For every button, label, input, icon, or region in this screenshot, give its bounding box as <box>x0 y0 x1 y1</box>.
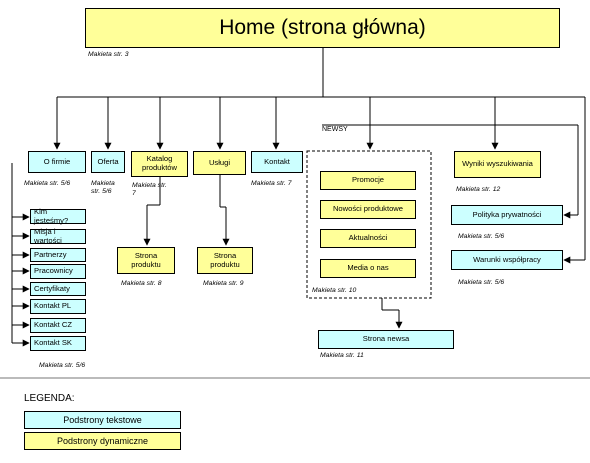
note-polityka: Makieta str. 5/6 <box>458 233 505 240</box>
node-oferta: Oferta <box>91 151 125 173</box>
newsy-label: NEWSY <box>322 126 348 133</box>
note-kontakt: Makieta str. 7 <box>251 180 292 187</box>
note-o-firmie: Makieta str. 5/6 <box>24 180 71 187</box>
node-strona-produktu-katalog: Strona produktu <box>117 247 175 274</box>
node-wyniki: Wyniki wyszukiwania <box>454 151 541 178</box>
note-strona-produktu-katalog: Makieta str. 8 <box>121 280 162 287</box>
note-strona-newsa: Makieta str. 11 <box>320 352 364 359</box>
node-nowosci: Nowości produktowe <box>320 200 416 219</box>
note-o-firmie-children: Makieta str. 5/6 <box>39 362 86 369</box>
node-misja: Misja i wartości <box>30 227 86 244</box>
node-warunki: Warunki współpracy <box>451 250 563 270</box>
node-kontakt: Kontakt <box>251 151 303 173</box>
legend-title: LEGENDA: <box>24 393 75 404</box>
home-title: Home (strona główna) <box>219 15 426 39</box>
node-polityka: Polityka prywatności <box>451 205 563 225</box>
home-note: Makieta str. 3 <box>88 51 129 58</box>
node-aktualnosci: Aktualności <box>320 229 416 248</box>
note-wyniki: Makieta str. 12 <box>456 186 501 193</box>
home-node: Home (strona główna) <box>85 8 560 48</box>
node-promocje: Promocje <box>320 171 416 190</box>
node-o-firmie: O firmie <box>28 151 86 173</box>
node-kontakt-sk: Kontakt SK <box>30 336 86 351</box>
note-warunki: Makieta str. 5/6 <box>458 279 505 286</box>
node-media: Media o nas <box>320 259 416 278</box>
node-uslugi: Usługi <box>193 151 246 175</box>
node-kim-jestesmy: Kim jesteśmy? <box>30 207 86 224</box>
note-newsy: Makieta str. 10 <box>312 287 357 294</box>
legend-text-pages: Podstrony tekstowe <box>24 411 181 429</box>
node-pracownicy: Pracownicy <box>30 264 86 279</box>
node-strona-produktu-uslugi: Strona produktu <box>197 247 253 274</box>
note-oferta: Makieta str. 5/6 <box>91 180 115 195</box>
node-certyfikaty: Certyfikaty <box>30 282 86 296</box>
node-kontakt-pl: Kontakt PL <box>30 299 86 314</box>
note-strona-produktu-uslugi: Makieta str. 9 <box>203 280 244 287</box>
node-partnerzy: Partnerzy <box>30 248 86 262</box>
node-strona-newsa: Strona newsa <box>318 330 454 349</box>
node-katalog: Katalog produktów <box>131 151 188 177</box>
legend-dynamic-pages: Podstrony dynamiczne <box>24 432 181 450</box>
node-kontakt-cz: Kontakt CZ <box>30 318 86 333</box>
note-katalog: Makieta str. 7 <box>132 182 167 197</box>
